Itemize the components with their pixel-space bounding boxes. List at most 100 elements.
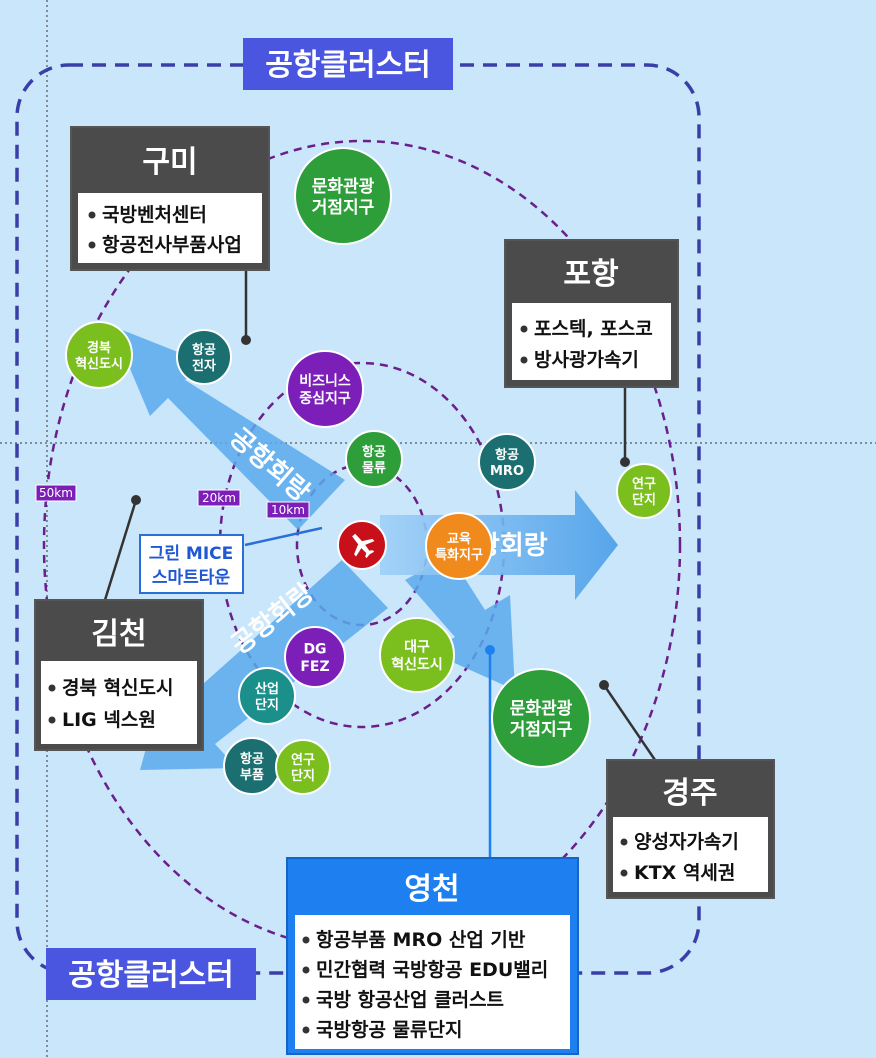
bullet-icon [88, 211, 96, 219]
airport-center [337, 520, 387, 570]
zone-label: 항공 [362, 444, 386, 460]
region-box-gyeongju: 경주 양성자가속기 KTX 역세권 [606, 759, 775, 899]
region-item: 포스텍, 포스코 [534, 318, 653, 340]
bullet-icon [620, 869, 628, 877]
connector-dot [599, 680, 609, 690]
zone-label: 특화지구 [435, 547, 483, 563]
region-title-yeongcheon: 영천 [404, 872, 459, 907]
connector-dot [131, 495, 141, 505]
zone-label: 문화관광 [312, 177, 375, 197]
mice-line2: 스마트타운 [152, 568, 231, 588]
zone-circle [176, 329, 232, 385]
zone-label: 단지 [632, 492, 656, 508]
zone-circle [65, 321, 133, 389]
zone-label: 단지 [291, 768, 315, 784]
zone-circle [294, 147, 392, 245]
region-item: 민간협력 국방항공 EDU밸리 [316, 959, 548, 981]
zone-label: 연구 [291, 753, 315, 768]
bullet-icon [48, 684, 56, 692]
region-box-pohang: 포항 포스텍, 포스코 방사광가속기 [504, 239, 679, 388]
corridor-arrow-lower-right [405, 555, 515, 690]
region-item: 방사광가속기 [534, 349, 639, 371]
zone-circle [238, 667, 296, 725]
zone-label: FEZ [300, 659, 329, 675]
region-item: 국방벤처센터 [102, 204, 207, 226]
zone-circles: 문화관광거점지구경북혁신도시항공전자비즈니스중심지구항공물류항공MRO연구단지교… [65, 147, 672, 795]
connector-dot [620, 457, 630, 467]
region-box-gumi: 구미 국방벤처센터 항공전사부품사업 [70, 126, 270, 271]
bullet-icon [520, 356, 528, 364]
region-title-gyeongju: 경주 [662, 776, 717, 811]
km-label-10: 10km [266, 501, 310, 519]
connector-dot [241, 335, 251, 345]
svg-text:10km: 10km [271, 503, 305, 517]
region-box-gimcheon: 김천 경북 혁신도시 LIG 넥스원 [34, 599, 204, 751]
ring-50km [42, 139, 682, 951]
zone-circle [478, 433, 536, 491]
zone-label: 전자 [192, 358, 216, 374]
region-title-gumi: 구미 [142, 145, 197, 180]
zone-label: 단지 [255, 697, 279, 713]
bullet-icon [302, 1026, 310, 1034]
zone-aero-parts: 항공부품 [223, 737, 281, 795]
zone-circle [425, 512, 493, 580]
zone-label: 문화관광 [510, 699, 573, 719]
zone-label: 연구 [632, 477, 656, 492]
svg-text:공항클러스터: 공항클러스터 [68, 958, 234, 993]
zone-label: 교육 [447, 531, 471, 547]
km-label-20: 20km [197, 489, 241, 507]
zone-circle [491, 668, 591, 768]
cluster-label-bottom: 공항클러스터 [46, 948, 256, 1000]
zone-circle [379, 617, 455, 693]
bullet-icon [48, 716, 56, 724]
zone-label: MRO [490, 464, 524, 479]
zone-label: 항공 [192, 342, 216, 358]
zone-label: 비즈니스 [299, 374, 351, 390]
region-item: 국방항공 물류단지 [316, 1019, 462, 1041]
mice-line1: 그린 MICE [149, 544, 234, 564]
zone-label: DG [303, 642, 326, 658]
region-item: 양성자가속기 [634, 831, 739, 853]
bullet-icon [520, 325, 528, 333]
zone-label: 경북 [87, 340, 111, 356]
svg-text:50km: 50km [39, 486, 73, 500]
bullet-icon [302, 996, 310, 1004]
zone-label: 혁신도시 [391, 656, 443, 673]
svg-text:20km: 20km [202, 491, 236, 505]
zone-label: 물류 [362, 461, 386, 476]
bullet-icon [302, 936, 310, 944]
zone-label: 항공 [240, 751, 264, 767]
zone-label: 부품 [240, 768, 264, 783]
bullet-icon [88, 241, 96, 249]
zone-circle [286, 350, 364, 428]
zone-circle [616, 463, 672, 519]
region-item: 경북 혁신도시 [62, 677, 174, 699]
region-title-pohang: 포항 [563, 257, 619, 292]
region-item: KTX 역세권 [634, 862, 735, 884]
zone-label: 거점지구 [312, 198, 375, 218]
zone-label: 항공 [495, 447, 519, 463]
zone-label: 대구 [404, 640, 430, 656]
bullet-icon [302, 966, 310, 974]
zone-circle [345, 430, 403, 488]
region-item: 항공전사부품사업 [102, 234, 242, 256]
zone-circle [284, 626, 346, 688]
zone-label: 혁신도시 [75, 356, 123, 372]
mice-callout: 그린 MICE 스마트타운 [139, 534, 244, 594]
cluster-label-top: 공항클러스터 [243, 38, 453, 90]
zone-label: 중심지구 [299, 391, 351, 407]
zone-circle [275, 739, 331, 795]
region-item: 국방 항공산업 클러스트 [316, 989, 504, 1011]
zone-label: 거점지구 [510, 720, 573, 740]
region-item: LIG 넥스원 [62, 709, 156, 731]
